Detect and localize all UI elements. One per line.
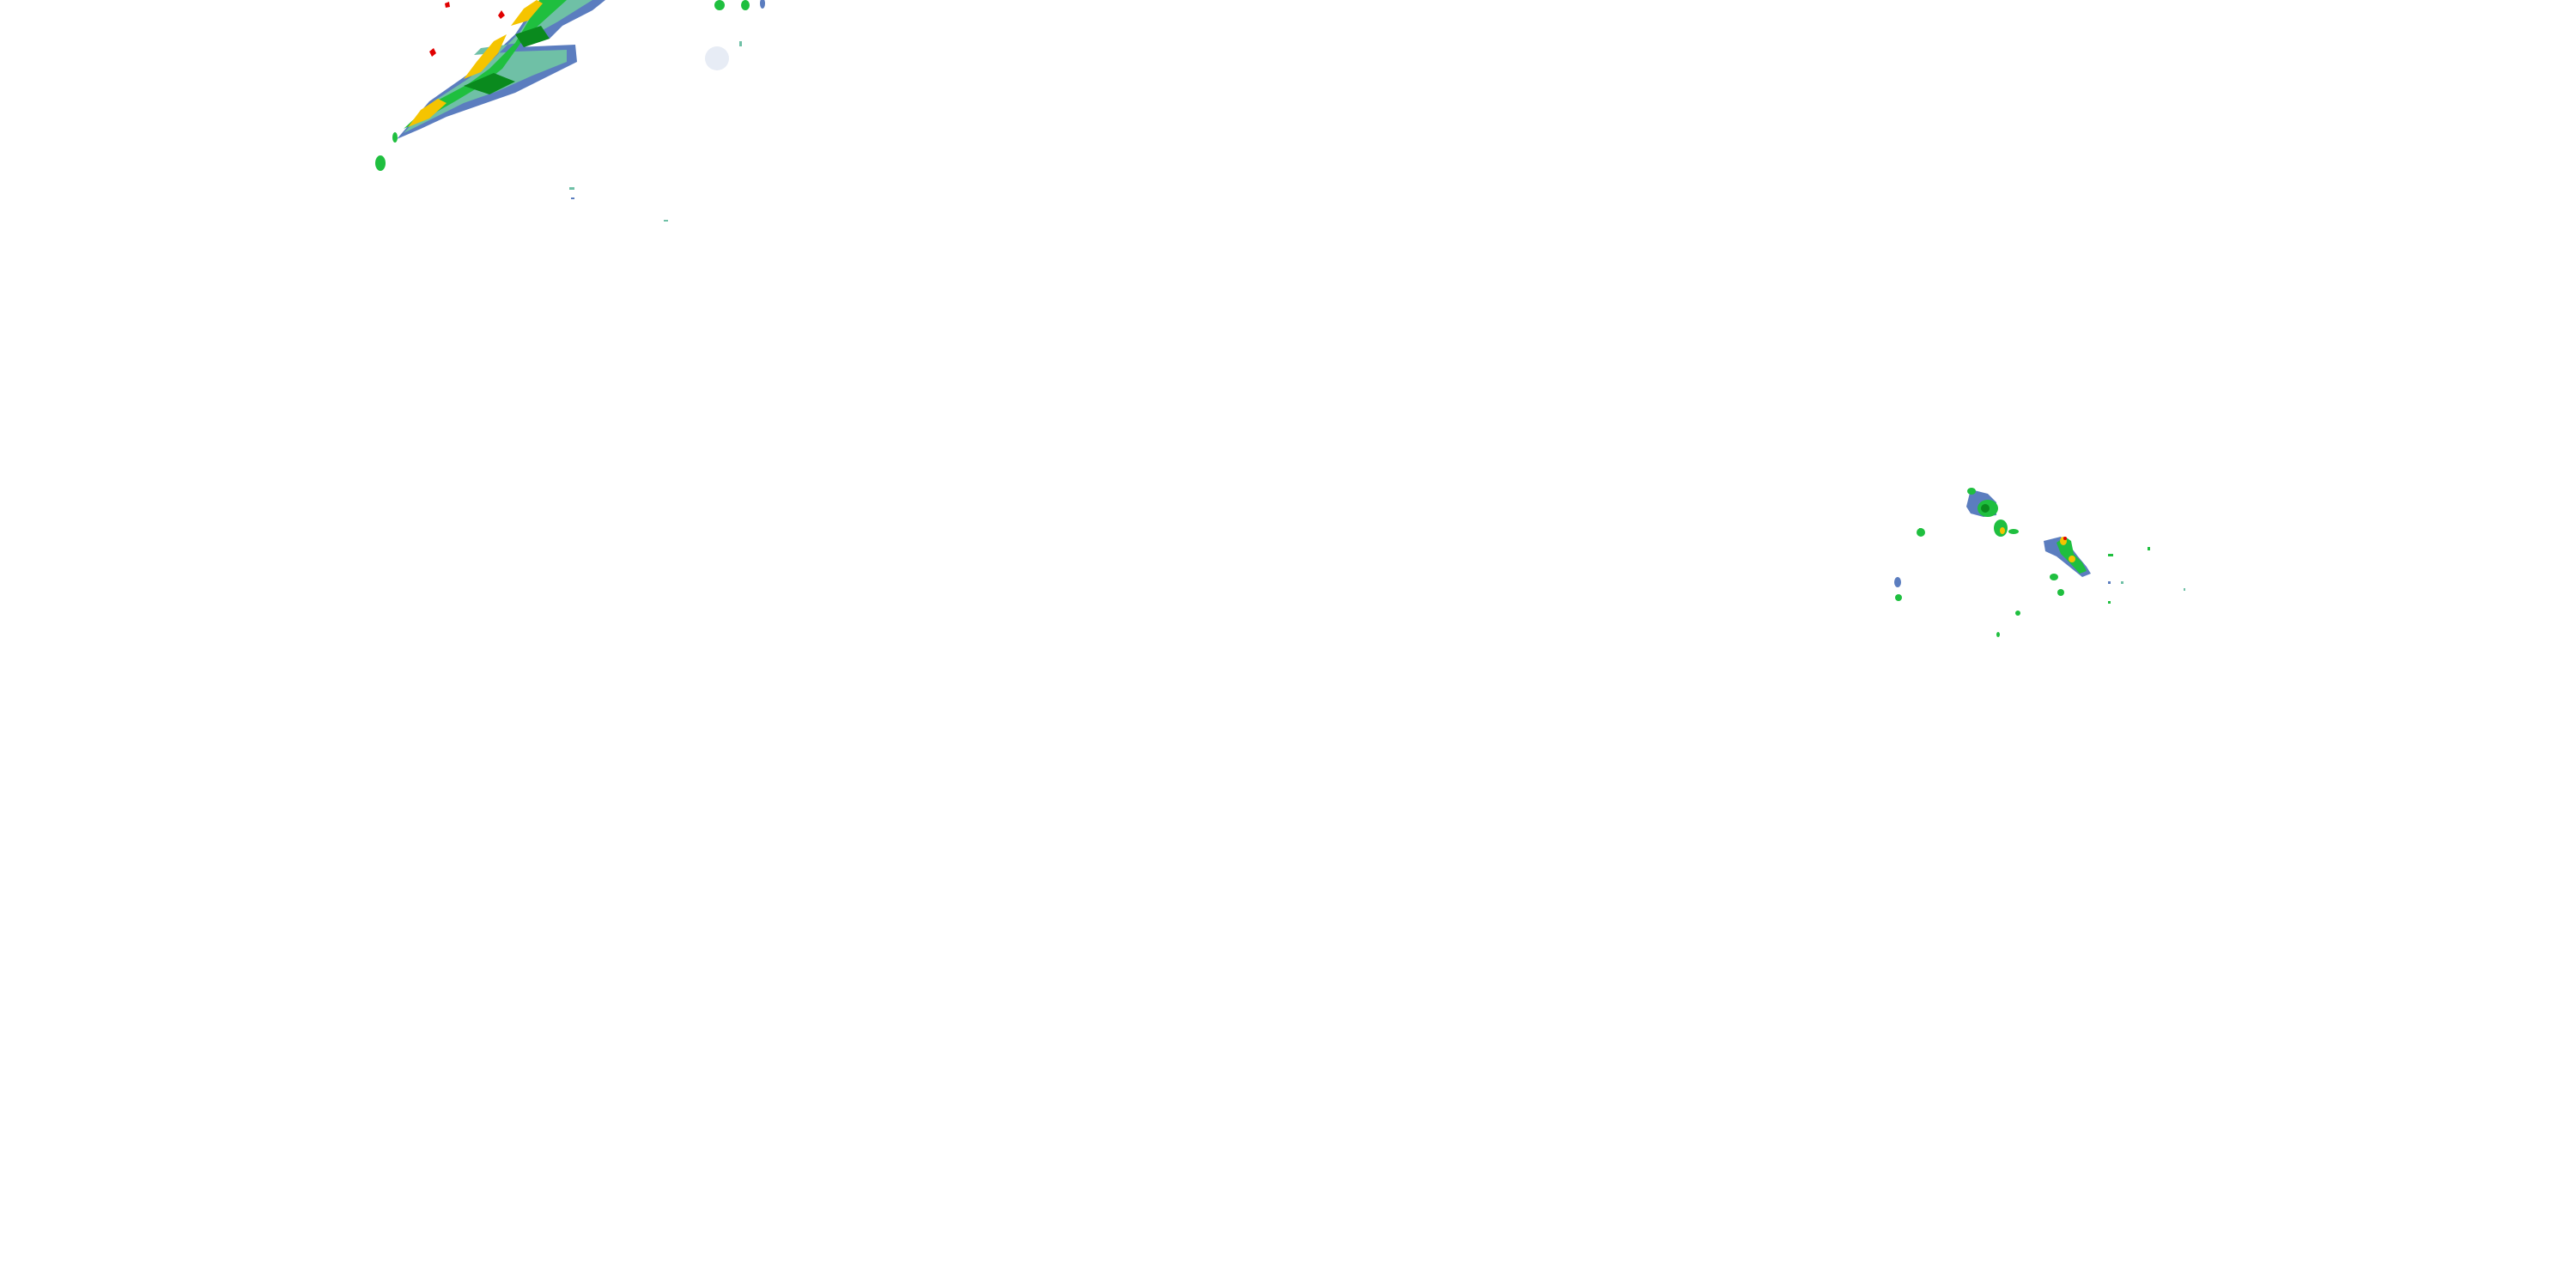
precip-core (2063, 537, 2067, 540)
precip-cell (1894, 577, 1901, 587)
precip-speck (2108, 581, 2111, 584)
precip-cell (714, 0, 725, 10)
precip-speck (1919, 528, 1922, 533)
precip-cell (1996, 632, 2000, 637)
storm-cluster-east (1894, 488, 2185, 637)
precip-cell (2015, 611, 2020, 616)
precip-cell (741, 0, 750, 10)
precip-core-intense (408, 0, 543, 127)
precip-cell (2057, 589, 2064, 596)
precip-cell (1994, 519, 2008, 537)
precip-speck (2121, 581, 2123, 584)
precip-speck (2148, 547, 2150, 550)
precip-cell (392, 132, 398, 143)
precip-cell (375, 155, 386, 171)
precip-cell (1981, 504, 1990, 513)
precip-core (2069, 556, 2075, 562)
precip-cell (760, 0, 765, 9)
precip-area-moderate (2057, 537, 2087, 574)
precip-core (2000, 527, 2005, 534)
precip-speck (664, 220, 668, 222)
precip-speck (569, 187, 574, 190)
precip-speck (2184, 588, 2185, 591)
precip-area-heavy (464, 26, 550, 94)
precip-cell (2050, 574, 2058, 580)
storm-cells-north (714, 0, 765, 46)
precip-speck (2108, 554, 2113, 556)
precip-speck (739, 41, 742, 46)
precip-cell (1895, 594, 1902, 601)
precip-speck (571, 197, 574, 199)
precip-cell (705, 46, 729, 70)
storm-band-northwest (375, 0, 729, 222)
precip-cell (2008, 529, 2019, 534)
precip-cell (1967, 488, 1976, 495)
precip-speck (2108, 601, 2111, 604)
